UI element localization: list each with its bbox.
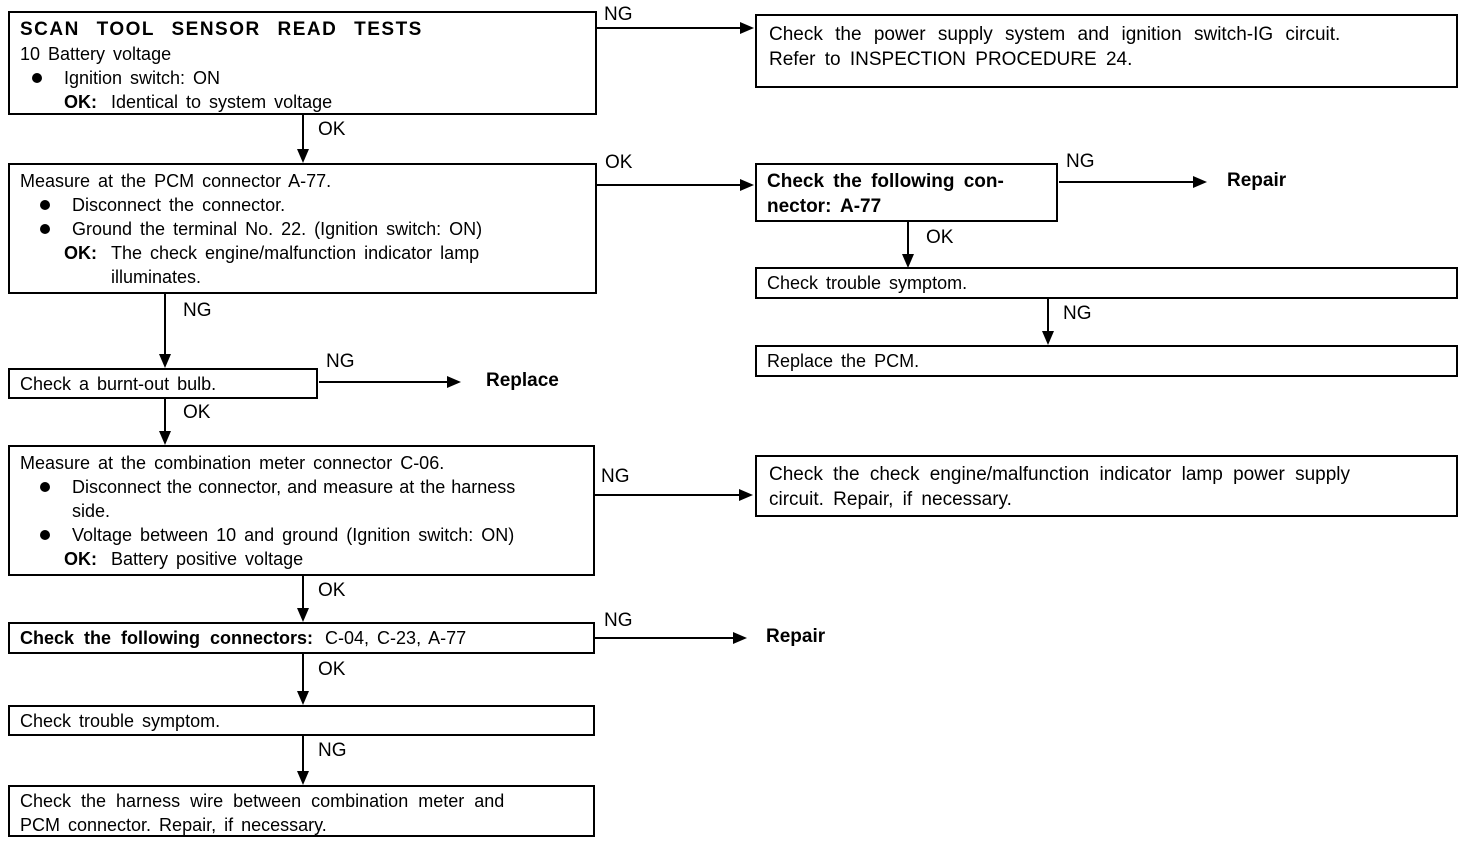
ok-text: Identical to system voltage [111, 92, 333, 112]
bullet-icon [40, 224, 50, 234]
ok-label: OK: [64, 243, 97, 263]
node-check-trouble-symptom-2: Check trouble symptom. [8, 705, 595, 736]
node-text-line: Check the power supply system and igniti… [769, 24, 1341, 45]
node-battery-voltage-test: SCAN TOOL SENSOR READ TESTS 10 Battery v… [8, 11, 597, 115]
node-text-line: Check the check engine/malfunction indic… [769, 464, 1351, 485]
edge-meter-ng-line [595, 494, 741, 496]
node-connectors-check: Check the following connectors: C-04, C-… [8, 622, 595, 654]
ok-text: The check engine/malfunction indicator l… [111, 243, 480, 263]
edge-bulb-ok-label: OK [183, 402, 211, 423]
edge-pcm-ng-label: NG [183, 300, 212, 321]
bullet-icon [40, 200, 50, 210]
bullet-text: Ground the terminal No. 22. (Ignition sw… [72, 219, 483, 239]
arrow-right-icon [739, 489, 753, 501]
node-text-bold: Check the following connectors: [20, 628, 314, 648]
node-title: Measure at the combination meter connect… [20, 453, 445, 473]
node-text-line: PCM connector. Repair, if necessary. [20, 815, 327, 835]
arrow-down-icon [297, 149, 309, 163]
edge-conn-a77-ng-label: NG [1066, 151, 1095, 172]
node-pcm-measure: Measure at the PCM connector A-77. Disco… [8, 163, 597, 294]
node-text: C-04, C-23, A-77 [325, 628, 467, 648]
bullet-icon [32, 73, 42, 83]
node-lamp-power-supply-check: Check the check engine/malfunction indic… [755, 455, 1458, 517]
arrow-down-icon [159, 354, 171, 368]
edge-trouble2-ng-line [302, 736, 304, 773]
ok-text: Battery positive voltage [111, 549, 304, 569]
node-text-line: Check the harness wire between combinati… [20, 791, 505, 811]
node-text-line: nector: A-77 [767, 196, 882, 217]
edge-bulb-ng-label: NG [326, 351, 355, 372]
bullet-text: Disconnect the connector, and measure at… [72, 477, 516, 497]
edge-trouble1-ng-label: NG [1063, 303, 1092, 324]
ok-label: OK: [64, 92, 97, 112]
edge-connectors-ng-line [595, 637, 735, 639]
terminal-repair-1: Repair [1227, 170, 1287, 191]
arrow-down-icon [297, 691, 309, 705]
node-meter-measure: Measure at the combination meter connect… [8, 445, 595, 576]
edge-meter-ng-label: NG [601, 466, 630, 487]
node-text-line: Check the following con- [767, 171, 1004, 192]
arrow-right-icon [740, 22, 754, 34]
edge-bulb-ng-line [319, 381, 449, 383]
edge-start-ok-line [302, 115, 304, 151]
node-title: SCAN TOOL SENSOR READ TESTS [20, 19, 423, 40]
edge-conn-a77-ok-label: OK [926, 227, 954, 248]
bullet-text: Ignition switch: ON [64, 68, 221, 88]
node-check-trouble-symptom-1: Check trouble symptom. [755, 267, 1458, 299]
arrow-down-icon [1042, 331, 1054, 345]
edge-meter-ok-line [302, 576, 304, 609]
bullet-icon [40, 482, 50, 492]
edge-connectors-ok-line [302, 654, 304, 693]
edge-start-ng-line [597, 27, 742, 29]
bullet-text: Disconnect the connector. [72, 195, 286, 215]
node-text-line: circuit. Repair, if necessary. [769, 489, 1012, 510]
node-connector-a77-check: Check the following con- nector: A-77 [755, 163, 1058, 222]
edge-bulb-ok-line [164, 399, 166, 433]
edge-connectors-ok-label: OK [318, 659, 346, 680]
node-title: Measure at the PCM connector A-77. [20, 171, 332, 191]
arrow-down-icon [297, 608, 309, 622]
node-text: Check trouble symptom. [20, 710, 221, 731]
bullet-text: side. [72, 501, 111, 521]
node-subtitle: 10 Battery voltage [20, 44, 172, 64]
edge-trouble1-ng-line [1047, 299, 1049, 332]
edge-meter-ok-label: OK [318, 580, 346, 601]
edge-pcm-ok-line [597, 184, 742, 186]
node-text: Check a burnt-out bulb. [20, 373, 217, 394]
terminal-replace: Replace [486, 370, 559, 391]
ok-text: illuminates. [111, 267, 202, 287]
node-harness-wire-check: Check the harness wire between combinati… [8, 785, 595, 837]
node-replace-pcm: Replace the PCM. [755, 345, 1458, 377]
bullet-text: Voltage between 10 and ground (Ignition … [72, 525, 515, 545]
arrow-right-icon [740, 179, 754, 191]
edge-start-ng-label: NG [604, 4, 633, 25]
edge-trouble2-ng-label: NG [318, 740, 347, 761]
node-text: Check trouble symptom. [767, 273, 968, 293]
arrow-down-icon [297, 771, 309, 785]
arrow-down-icon [159, 431, 171, 445]
edge-pcm-ok-label: OK [605, 152, 633, 173]
edge-start-ok-label: OK [318, 119, 346, 140]
edge-pcm-ng-line [164, 294, 166, 355]
edge-conn-a77-ok-line [907, 222, 909, 256]
edge-conn-a77-ng-line [1059, 181, 1195, 183]
bullet-icon [40, 530, 50, 540]
arrow-right-icon [733, 632, 747, 644]
edge-connectors-ng-label: NG [604, 610, 633, 631]
terminal-repair-2: Repair [766, 626, 826, 647]
node-text-line: Refer to INSPECTION PROCEDURE 24. [769, 49, 1133, 70]
arrow-down-icon [902, 254, 914, 268]
node-burnt-bulb-check: Check a burnt-out bulb. [8, 368, 318, 399]
arrow-right-icon [447, 376, 461, 388]
node-power-supply-check: Check the power supply system and igniti… [755, 14, 1458, 88]
node-text: Replace the PCM. [767, 351, 920, 371]
ok-label: OK: [64, 549, 97, 569]
arrow-right-icon [1193, 176, 1207, 188]
